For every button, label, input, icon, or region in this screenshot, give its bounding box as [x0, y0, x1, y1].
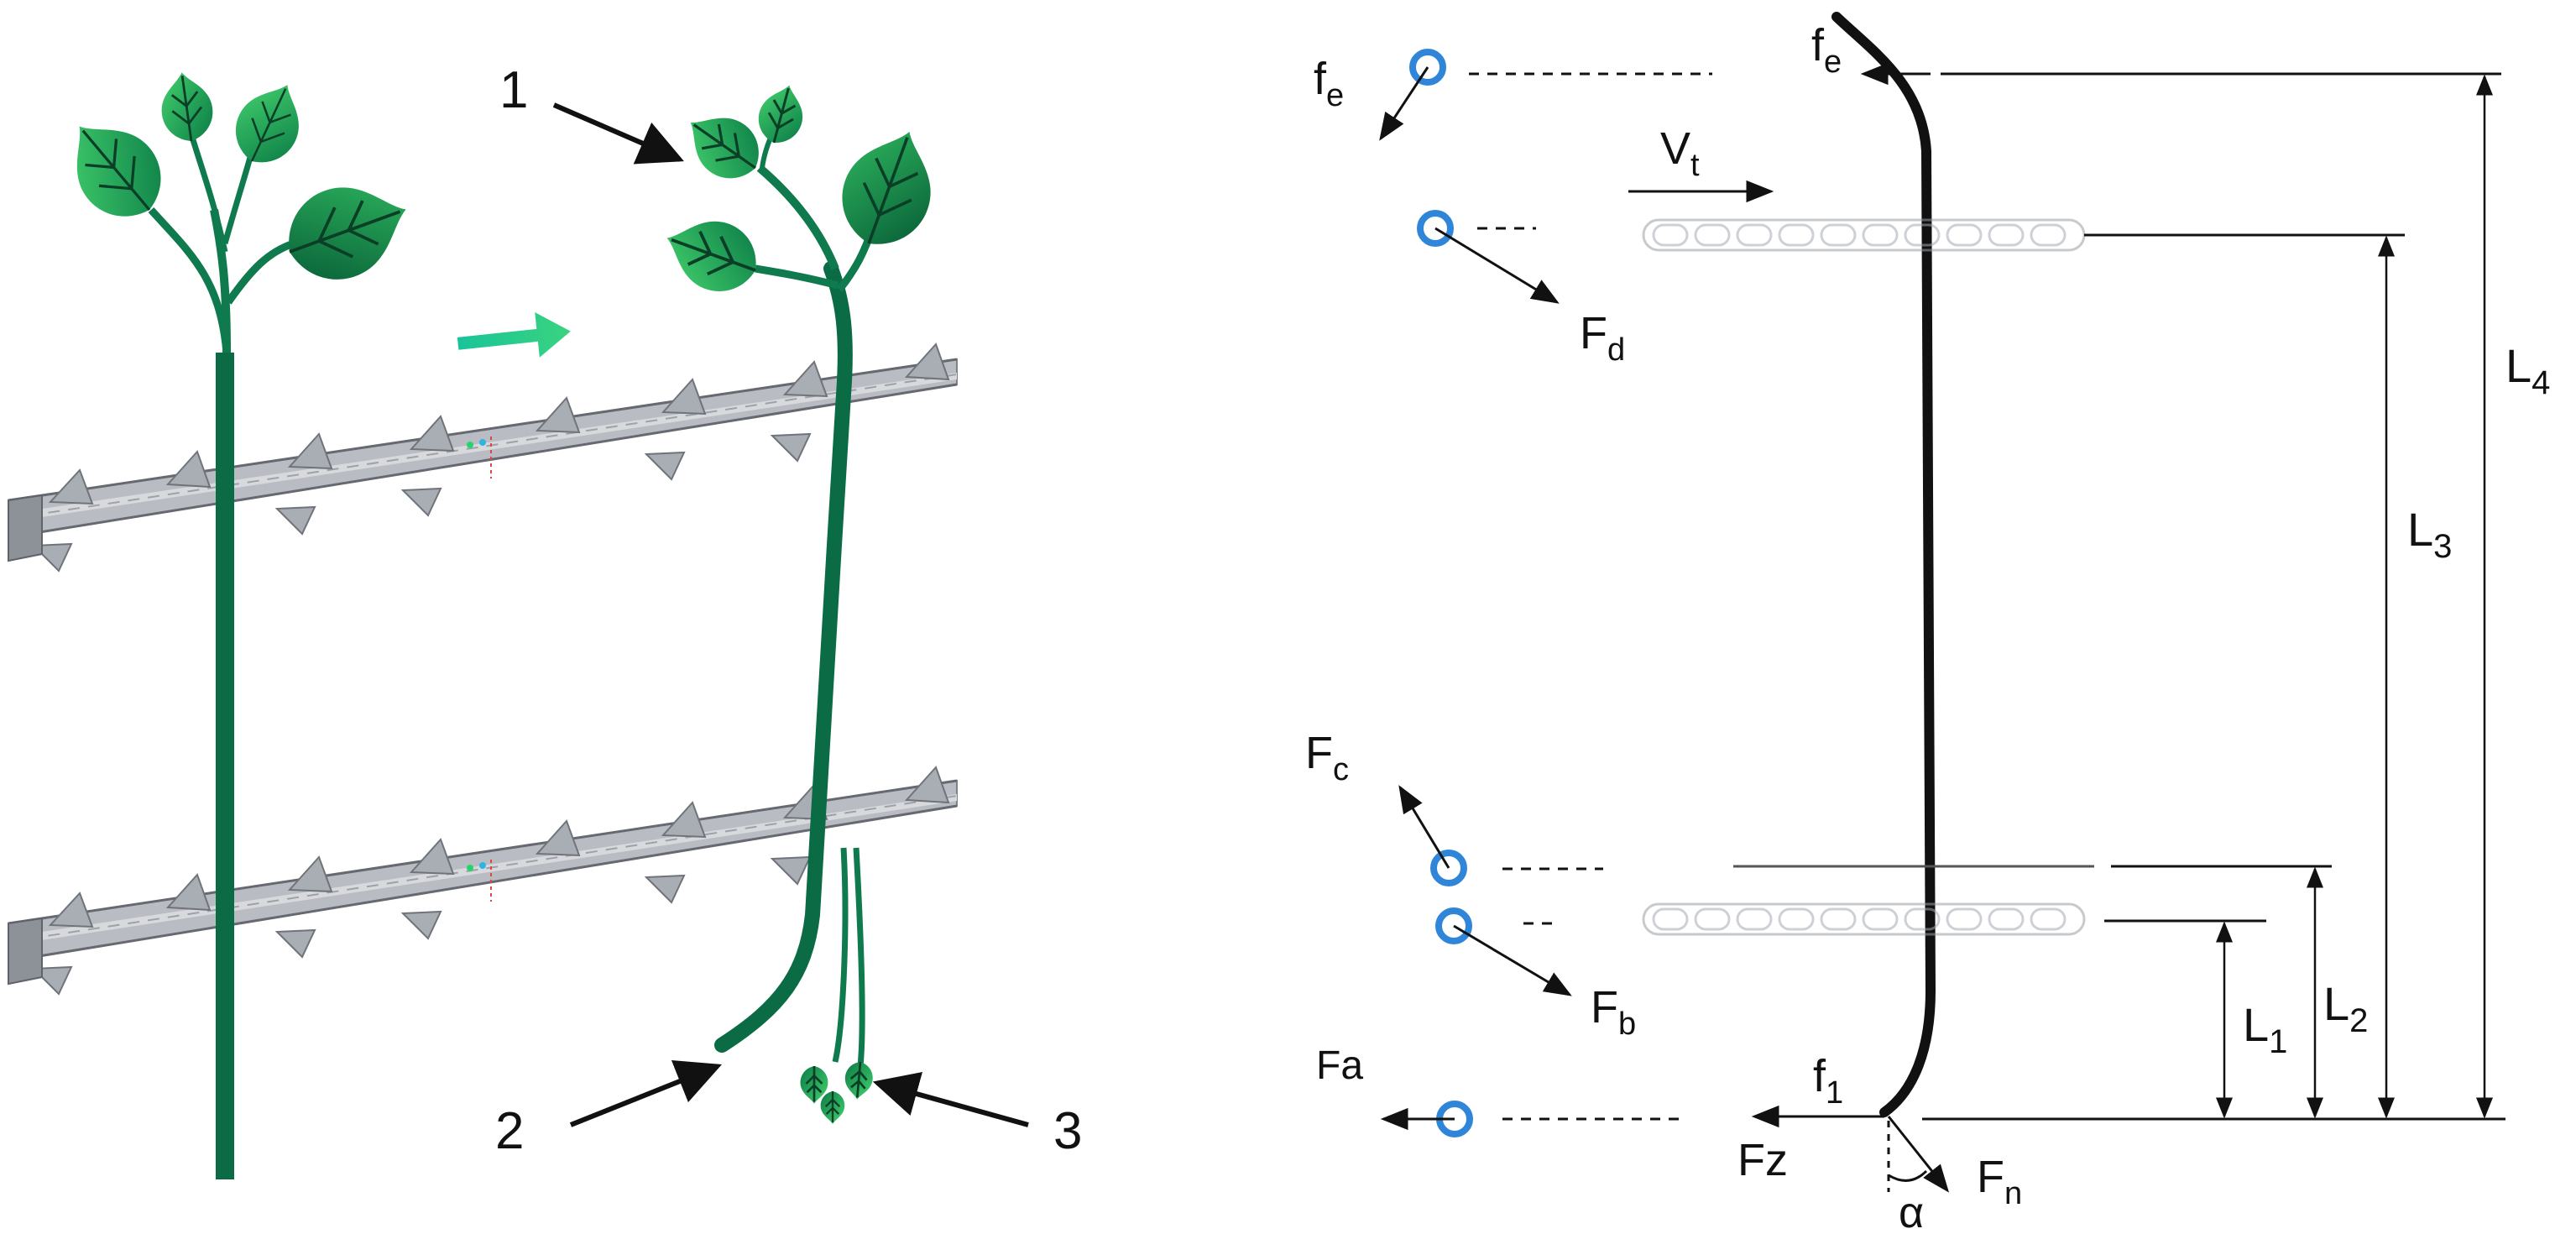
arrow-fe-left [1379, 66, 1429, 141]
contact-rings [1409, 49, 1473, 1137]
label-fc: Fc [1305, 728, 1349, 787]
leaf [274, 166, 422, 295]
leaf [843, 1060, 875, 1101]
leaf [156, 68, 217, 145]
stem-profile [1831, 12, 1936, 1117]
upper-chain-conveyor [8, 342, 958, 573]
lower-chain-conveyor [8, 766, 958, 996]
arrow-fn [1887, 1116, 1950, 1193]
label-fe-right: fe [1811, 20, 1842, 80]
force-arrows [1379, 62, 1950, 1193]
leaf [49, 100, 180, 236]
label-l3: L3 [2407, 503, 2452, 565]
callout-2-label: 2 [495, 1102, 524, 1160]
label-fd: Fd [1580, 308, 1625, 368]
label-fa: Fa [1316, 1043, 1363, 1088]
leaf [673, 98, 772, 192]
left-panel: 1 2 3 [8, 61, 1082, 1179]
callout-2: 2 [495, 1059, 723, 1160]
label-fb: Fb [1591, 982, 1636, 1042]
label-l4: L4 [2505, 339, 2550, 401]
lower-chain [1642, 902, 2086, 936]
label-alpha: α [1899, 1189, 1924, 1234]
label-l2: L2 [2323, 977, 2368, 1039]
label-l1: L1 [2243, 998, 2287, 1060]
ring-dashes [1469, 72, 1712, 1121]
leaf [828, 117, 951, 259]
angle-arc [1888, 1169, 1928, 1182]
ring-fc [1430, 850, 1467, 886]
ring-fb [1435, 907, 1472, 944]
label-f1: f1 [1813, 1051, 1843, 1111]
label-fz: Fz [1737, 1135, 1788, 1185]
force-labels: fe fe Vt Fd Fc Fb Fa f1 [1305, 20, 2550, 1234]
ring-fe [1409, 49, 1446, 86]
pulled-plant [655, 79, 951, 1124]
callout-1-label: 1 [499, 61, 528, 119]
right-panel: fe fe Vt Fd Fc Fb Fa f1 [1305, 12, 2550, 1234]
reference-lines [1733, 72, 2505, 1121]
leaf [752, 79, 811, 149]
leaf [223, 71, 316, 175]
callout-3: 3 [872, 1071, 1082, 1160]
label-fn: Fn [1977, 1152, 2022, 1211]
motion-direction-arrow [457, 312, 571, 358]
callout-1: 1 [499, 61, 684, 165]
leaf [800, 1066, 828, 1104]
label-vt: Vt [1660, 123, 1700, 183]
ring-fd [1417, 210, 1454, 247]
arrow-fb [1453, 924, 1572, 996]
leaf [820, 1091, 845, 1124]
upright-plant [49, 68, 422, 1179]
dimension-lines [2216, 74, 2493, 1119]
arrow-fd [1434, 227, 1560, 304]
arrow-fc [1398, 785, 1450, 869]
leaf [655, 205, 768, 303]
callout-3-label: 3 [1053, 1102, 1082, 1160]
label-fe-left: fe [1314, 54, 1344, 113]
upper-chain [1642, 218, 2086, 252]
